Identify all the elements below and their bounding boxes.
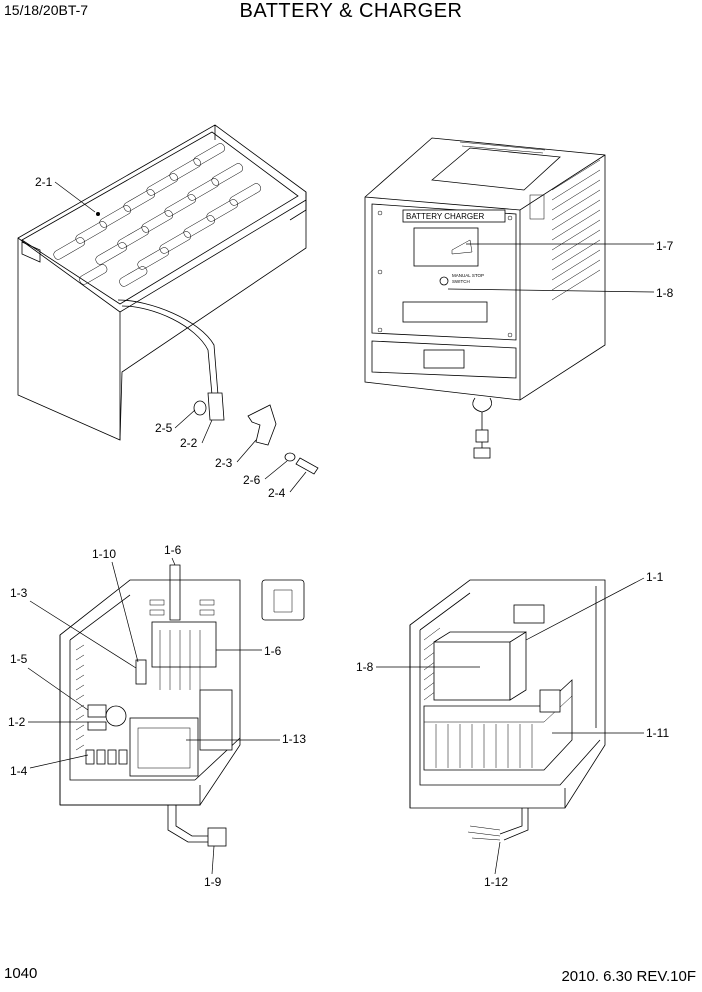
callout-1-2: 1-2: [8, 715, 26, 729]
callout-1-6-b: 1-6: [264, 644, 282, 658]
callout-1-10: 1-10: [92, 547, 116, 561]
model-number: 15/18/20BT-7: [4, 2, 89, 18]
revision-date: 2010. 6.30 REV.10F: [561, 968, 696, 985]
callout-2-6: 2-6: [243, 473, 261, 487]
callout-2-4: 2-4: [268, 486, 286, 500]
switch-label-1: MANUAL STOP: [452, 273, 484, 278]
callout-1-3: 1-3: [10, 586, 28, 600]
callout-1-8: 1-8: [356, 660, 374, 674]
battery-illustration: [17, 124, 319, 475]
callout-2-3: 2-3: [215, 456, 233, 470]
charger-illustration: BATTERY CHARGER MANUAL STOP SWITCH: [364, 137, 606, 459]
page-title: BATTERY & CHARGER: [239, 0, 463, 22]
callout-1-4: 1-4: [10, 764, 28, 778]
callout-1-9: 1-9: [204, 875, 222, 889]
charger-panel-title: BATTERY CHARGER: [406, 212, 484, 221]
page-number: 1040: [4, 965, 38, 982]
callout-1-5: 1-5: [10, 652, 28, 666]
callout-1-13: 1-13: [282, 732, 306, 746]
callout-1-6-a: 1-6: [164, 543, 182, 557]
callout-1-1: 1-1: [646, 570, 664, 584]
callout-2-2: 2-2: [180, 436, 198, 450]
callout-1-8-top: 1-8: [656, 286, 674, 300]
charger-interior-left: [59, 564, 305, 847]
callout-1-7: 1-7: [656, 239, 674, 253]
switch-label-2: SWITCH: [452, 279, 470, 284]
callout-1-11: 1-11: [646, 726, 669, 740]
callout-2-1: 2-1: [35, 175, 53, 189]
callout-2-5: 2-5: [155, 421, 173, 435]
callout-1-12: 1-12: [484, 875, 508, 889]
charger-interior-right: [409, 579, 606, 841]
